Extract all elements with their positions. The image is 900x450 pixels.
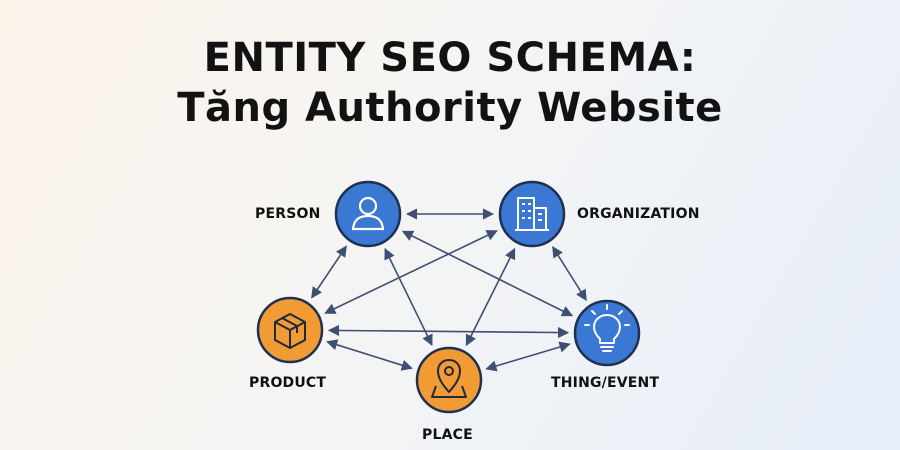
title-line-2: Tăng Authority Website: [177, 85, 723, 131]
building-icon: [515, 197, 549, 231]
node-thing-event: [573, 299, 641, 367]
lightbulb-icon: [584, 304, 630, 352]
arrow-organization-thing_event: [552, 246, 587, 301]
connection-arrows: [311, 208, 587, 372]
map-pin-icon: [431, 359, 467, 398]
label-product: PRODUCT: [249, 375, 327, 391]
box-icon: [274, 313, 306, 349]
label-organization: ORGANIZATION: [577, 206, 700, 222]
arrow-person-product: [311, 245, 347, 299]
label-place: PLACE: [422, 427, 473, 443]
node-place: [415, 346, 483, 414]
node-person: [334, 180, 402, 248]
person-icon: [351, 196, 385, 231]
arrow-place-thing_event: [485, 341, 571, 372]
node-product: [256, 296, 324, 364]
arrow-product-thing_event: [327, 324, 570, 339]
title-line-1: ENTITY SEO SCHEMA:: [203, 35, 697, 81]
node-organization: [498, 180, 566, 248]
label-person: PERSON: [255, 206, 321, 222]
arrow-organization-product: [324, 230, 498, 314]
arrow-product-place: [326, 339, 413, 371]
arrow-organization-place: [465, 247, 516, 347]
label-thing-event: THING/EVENT: [551, 375, 660, 391]
